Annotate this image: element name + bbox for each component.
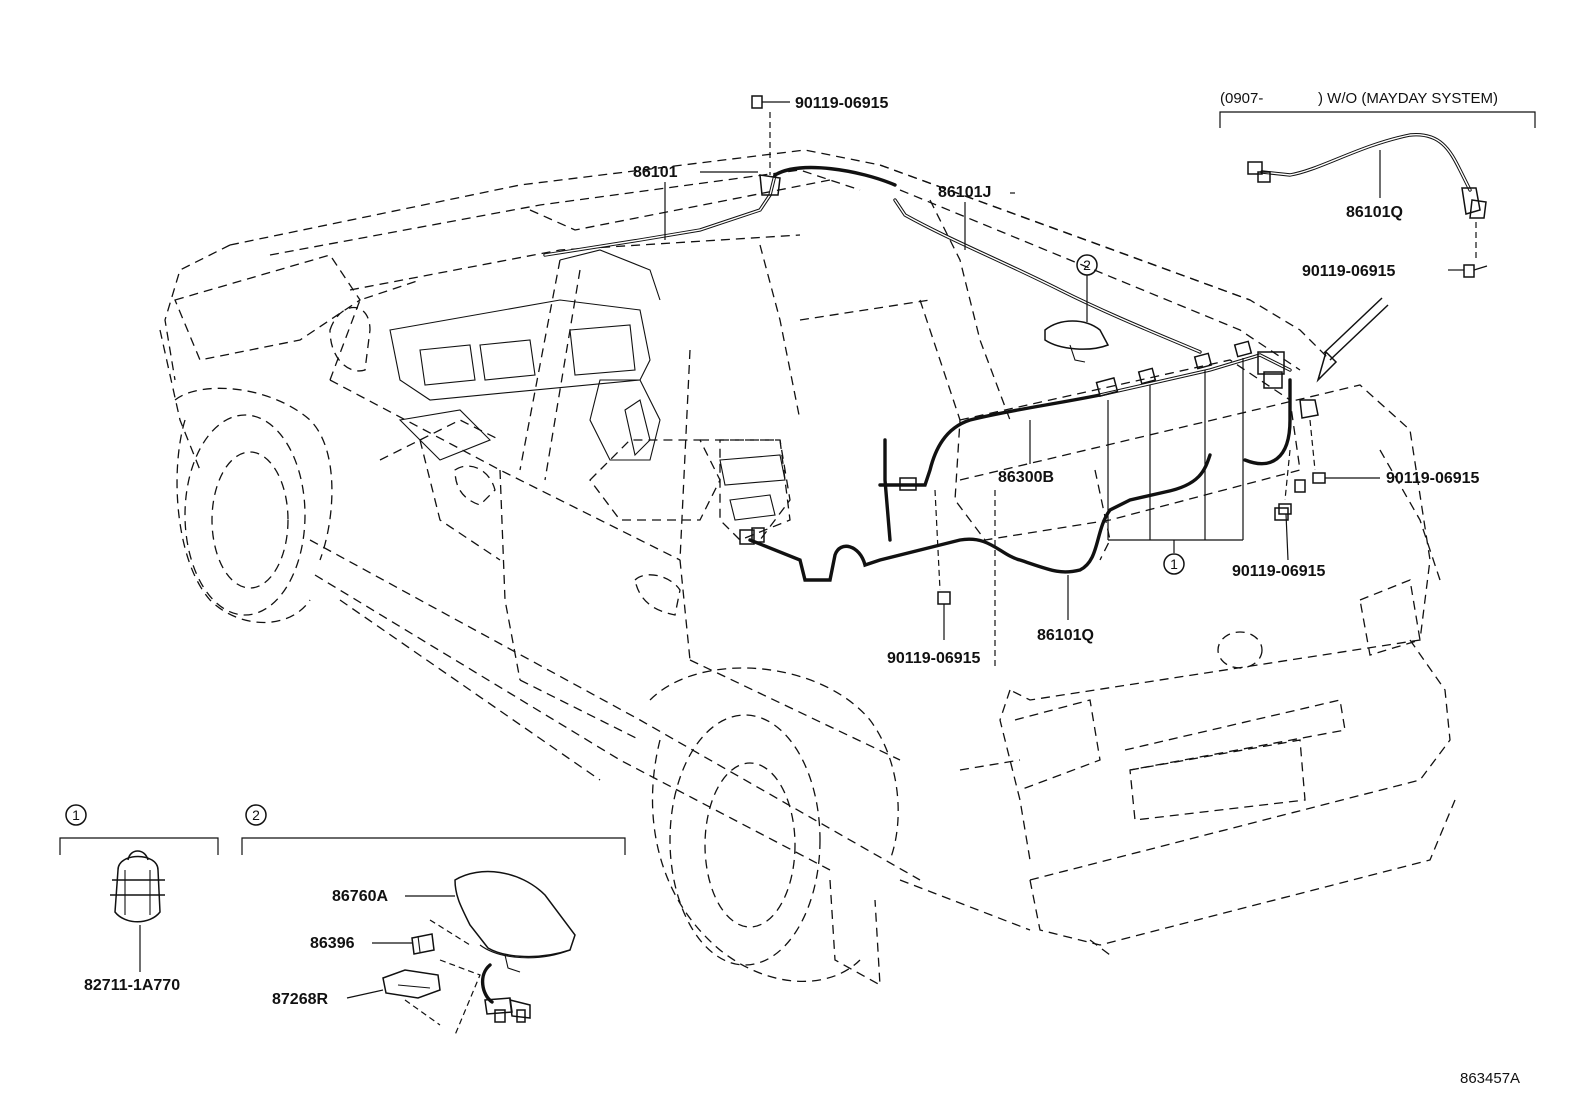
label-86101J: 86101J [938,184,991,201]
vehicle-outline [159,149,1456,987]
callout-1-bracket: 1 [1107,358,1244,575]
variant-condition: ) W/O (MAYDAY SYSTEM) [1318,90,1498,107]
callout-1-main: 1 [1170,556,1178,572]
label-bolt-inset: 90119-06915 [1302,263,1396,280]
label-86300B: 86300B [998,469,1054,486]
bolt-roof [751,95,790,175]
label-87268R: 87268R [272,991,328,1008]
interior-details [389,249,786,521]
bolt-rear-right [1309,419,1380,484]
label-86760A: 86760A [332,888,388,905]
wire-86101 [543,165,897,257]
detail-1-clamp: 1 82711-1A770 [59,804,219,994]
wire-connectors [739,340,1285,545]
label-86396: 86396 [310,935,355,952]
roof-antenna [1044,320,1110,363]
callout-1-detail: 1 [72,807,80,823]
bolt-center [934,489,951,640]
label-86101Q-inset: 86101Q [1346,204,1403,221]
figure-code: 863457A [1460,1070,1520,1087]
view-arrow [1316,297,1389,383]
label-bolt-rear-lower: 90119-06915 [1232,563,1326,580]
wire-86101Q-main [748,353,1292,582]
label-82711: 82711-1A770 [84,977,180,994]
variant-range: (0907- [1220,90,1263,107]
label-bolt-rear-right: 90119-06915 [1386,470,1480,487]
callout-2-detail: 2 [252,807,260,823]
label-86101Q-main: 86101Q [1037,627,1094,644]
wire-86300B [878,393,1102,542]
label-86101: 86101 [633,164,678,181]
clamps [759,174,1319,521]
label-bolt-center: 90119-06915 [887,650,981,667]
variant-inset: (0907- ) W/O (MAYDAY SYSTEM) 86101Q 9011… [1219,90,1536,280]
detail-2-antenna: 2 86760A 86396 87268R [241,804,626,1036]
callout-2-main: 2 [1083,257,1091,273]
wire-86101J [893,198,1202,354]
label-bolt-roof: 90119-06915 [795,95,889,112]
bolt-rear-lower [1278,449,1292,561]
